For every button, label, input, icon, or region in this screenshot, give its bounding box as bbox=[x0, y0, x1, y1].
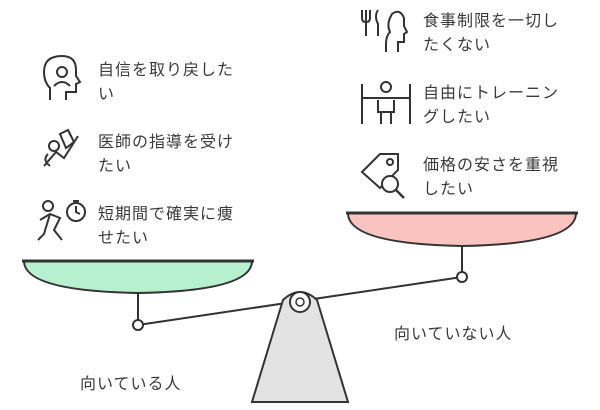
right-side-caption: 向いていない人 bbox=[394, 324, 513, 343]
right-item-label-1: 食事制限を一切したくない bbox=[423, 11, 560, 54]
right-pan bbox=[346, 212, 578, 248]
left-side-caption: 向いている人 bbox=[80, 374, 182, 393]
right-item-label-2: 自由にトレーニングしたい bbox=[423, 83, 560, 126]
left-item-label-3: 短期間で確実に痩せたい bbox=[98, 204, 235, 247]
left-item-label-1: 自信を取り戻したい bbox=[98, 60, 235, 103]
head-person-icon bbox=[42, 54, 82, 100]
fork-knife-head-icon bbox=[361, 9, 408, 52]
doctor-stethoscope-icon bbox=[43, 128, 79, 167]
right-item-label-3: 価格の安さを重視したい bbox=[423, 155, 560, 198]
right-beam-joint bbox=[456, 271, 468, 283]
fulcrum-pivot-inner bbox=[295, 297, 305, 307]
left-item-label-2: 医師の指導を受けたい bbox=[98, 132, 235, 175]
weightlifting-person-icon bbox=[361, 81, 411, 124]
left-beam-joint bbox=[132, 319, 144, 331]
left-pan bbox=[22, 260, 254, 295]
running-stopwatch-icon bbox=[37, 200, 86, 241]
price-tag-search-icon bbox=[360, 153, 405, 199]
